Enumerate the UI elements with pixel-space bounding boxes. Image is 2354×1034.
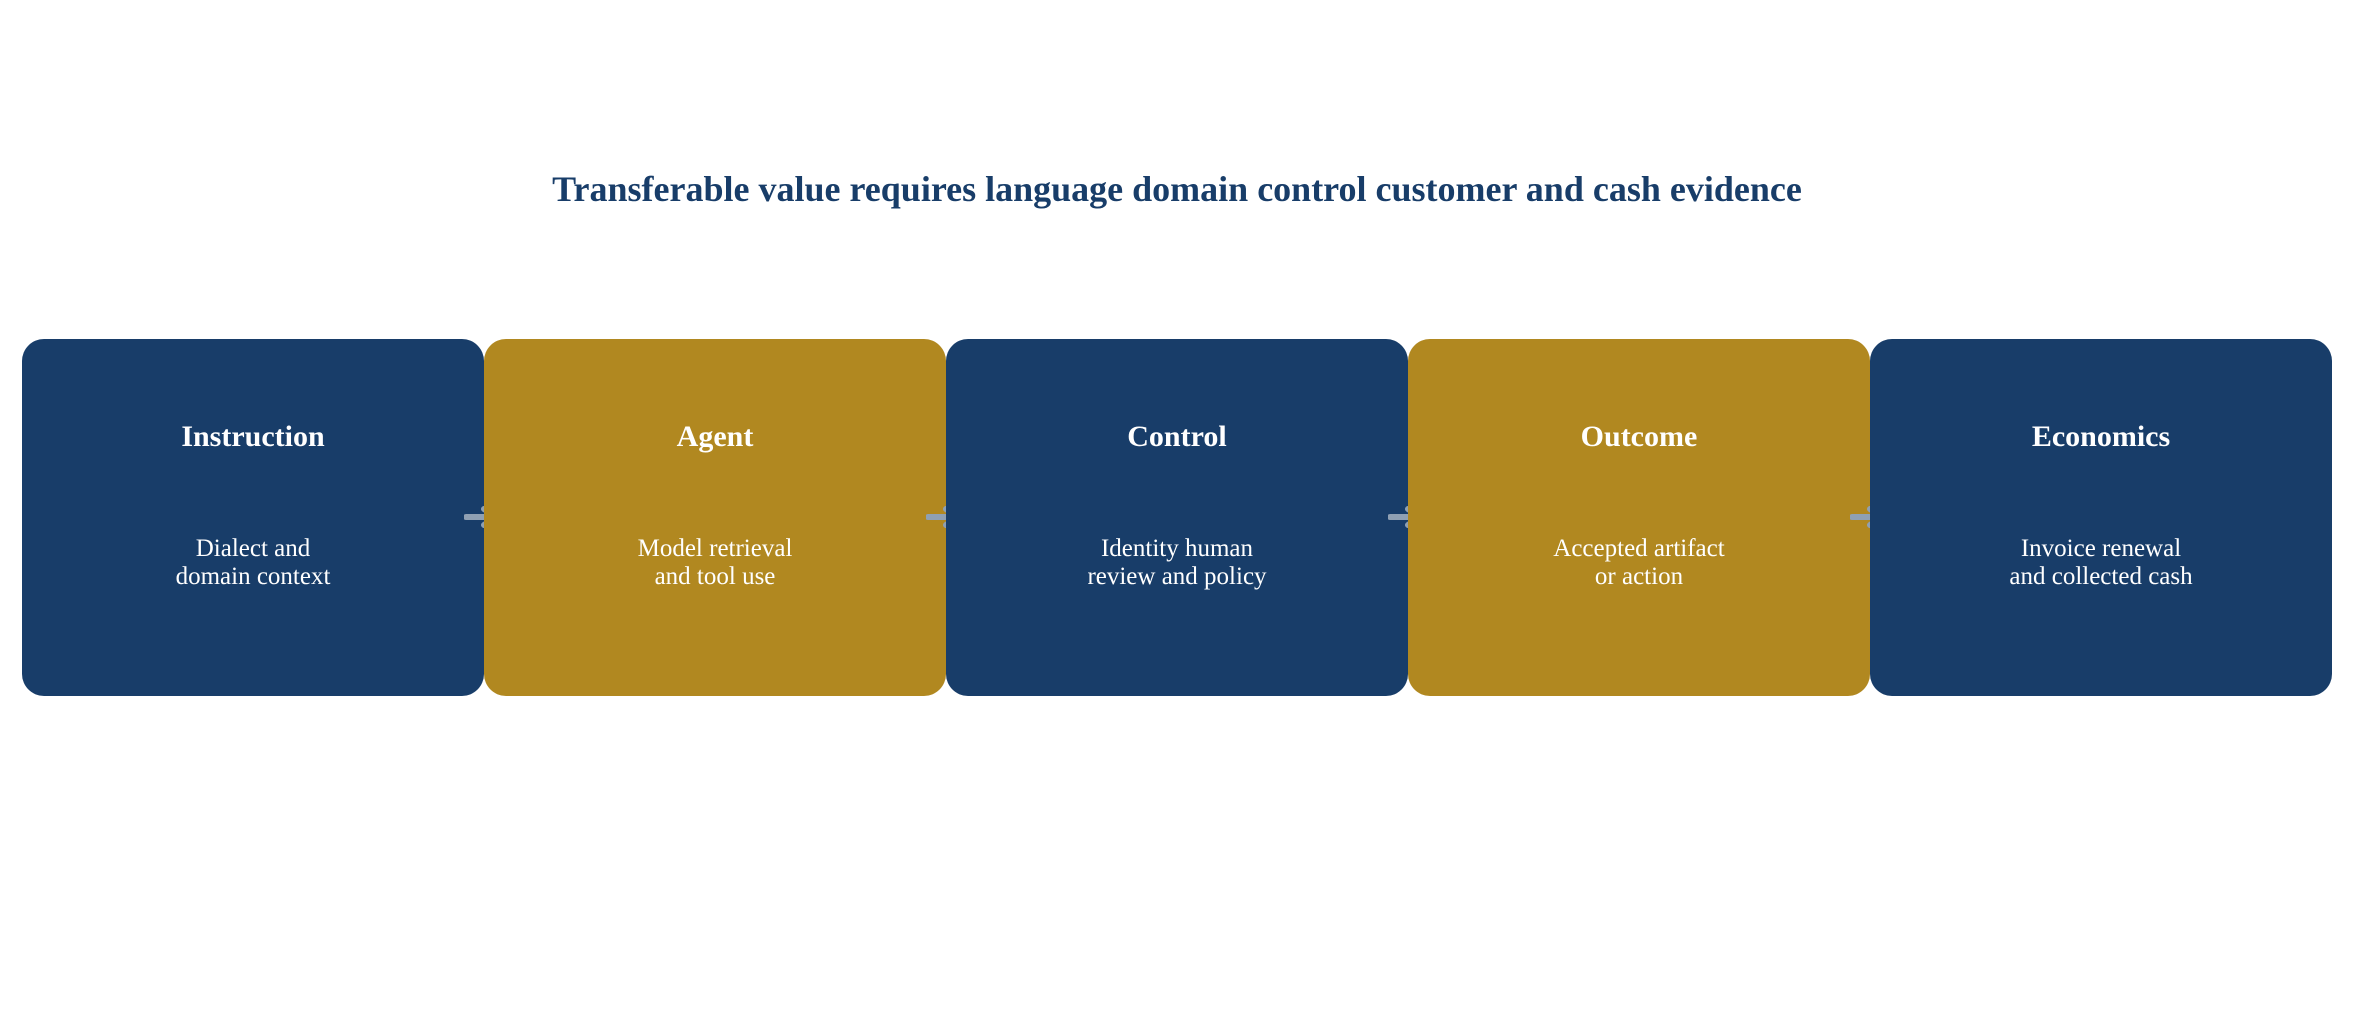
step-description: Accepted artifact or action: [1553, 535, 1725, 590]
step-description: Dialect and domain context: [175, 535, 331, 590]
step-title: Instruction: [181, 420, 325, 453]
step-description: Model retrieval and tool use: [637, 535, 793, 590]
step-title: Control: [1127, 420, 1227, 453]
step-description: Invoice renewal and collected cash: [2009, 535, 2193, 590]
step-title: Economics: [2031, 420, 2171, 453]
step-economics: Economics Invoice renewal and collected …: [1870, 339, 2332, 696]
diagram-title: Transferable value requires language dom…: [552, 169, 1802, 209]
step-agent: Agent Model retrieval and tool use: [484, 339, 946, 696]
step-control: Control Identity human review and policy: [946, 339, 1408, 696]
step-description: Identity human review and policy: [1087, 535, 1267, 590]
step-outcome: Outcome Accepted artifact or action: [1408, 339, 1870, 696]
step-instruction: Instruction Dialect and domain context: [22, 339, 484, 696]
step-title: Outcome: [1580, 420, 1698, 453]
step-title: Agent: [676, 420, 754, 453]
